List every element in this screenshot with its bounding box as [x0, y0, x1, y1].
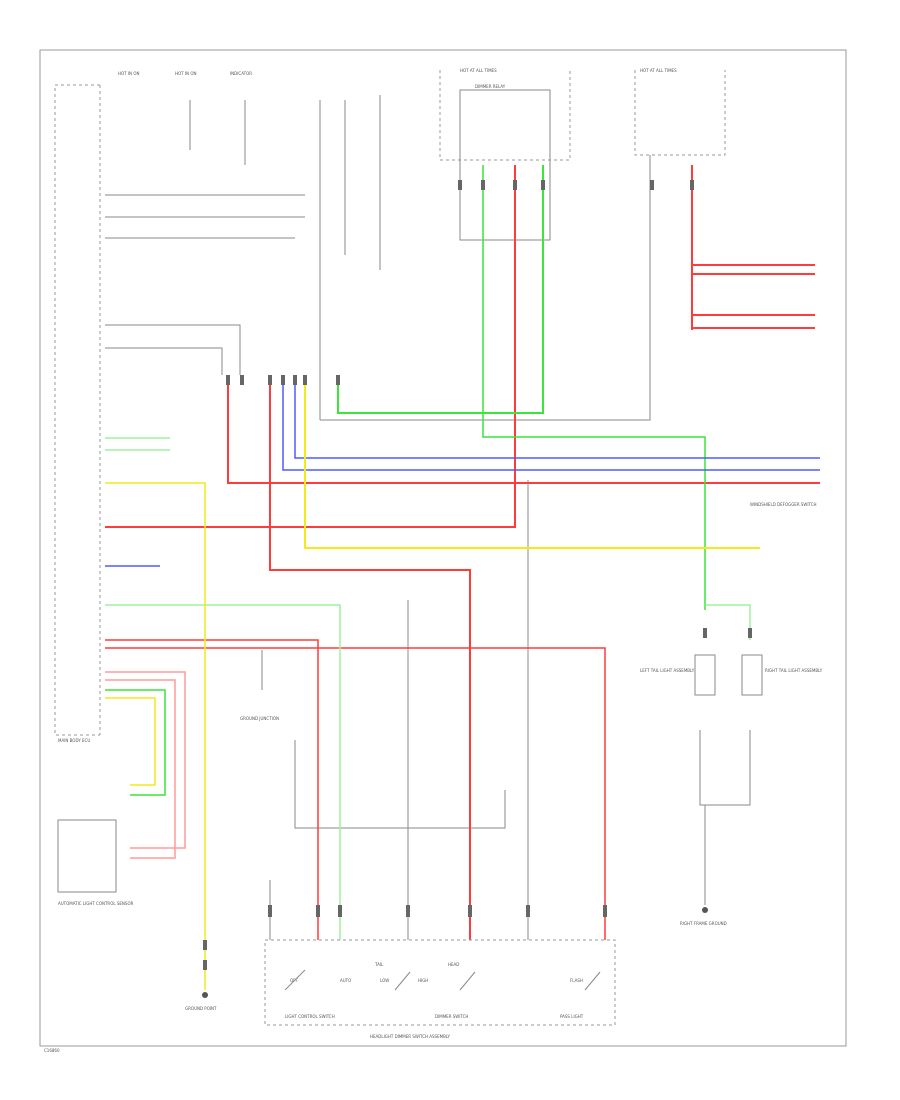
right-tail-light-body	[741, 654, 763, 696]
figure-code: C16860	[44, 1048, 60, 1053]
switch-pos-head: HEAD	[448, 962, 459, 967]
switch-pos-auto: AUTO	[340, 978, 351, 983]
pass-light-label: PASS LIGHT	[560, 1014, 584, 1019]
diagram-frame	[39, 49, 847, 1047]
wire-green-2	[482, 165, 706, 610]
wire-green-5	[105, 689, 166, 796]
wire-yellow-3	[105, 482, 206, 990]
dimmer-switch-assembly-box	[264, 939, 616, 1026]
wire-red-1	[105, 165, 516, 528]
wire-red-5	[105, 639, 319, 940]
hot-in-on-label-2: HOT IN ON	[175, 71, 196, 76]
wire-gray-9	[105, 324, 241, 375]
switch-pos-low: LOW	[380, 978, 389, 983]
windshield-defogger-label: WINDSHIELD DEFOGGER SWITCH	[750, 502, 817, 507]
wire-yellow-1	[304, 380, 760, 549]
wire-red-6	[105, 647, 606, 940]
wire-gray-16	[699, 730, 751, 806]
wire-red-2	[269, 380, 471, 940]
connector-markers	[203, 180, 752, 970]
switch-contact-2	[394, 971, 411, 991]
wire-green-4	[705, 604, 751, 640]
wire-green-1	[337, 165, 544, 414]
dimmer-switch-label: DIMMER SWITCH	[435, 1014, 468, 1019]
wire-gray-11	[320, 155, 651, 421]
switch-contact-4	[584, 971, 601, 991]
wire-yellow-2	[105, 697, 156, 786]
light-control-switch-label: LIGHT CONTROL SWITCH	[285, 1014, 335, 1019]
dimmer-relay-box	[459, 89, 551, 241]
right-frame-ground-label: RIGHT FRAME GROUND	[680, 921, 727, 926]
left-tail-light-body	[694, 654, 716, 696]
wire-blue-1	[282, 380, 820, 471]
ground-point-label: GROUND POINT	[185, 1006, 217, 1011]
switch-pos-tail: TAIL	[374, 962, 384, 967]
fuse-box-2	[634, 70, 726, 156]
dimmer-relay-label: DIMMER RELAY	[475, 84, 506, 89]
right-tail-light-label: RIGHT TAIL LIGHT ASSEMBLY	[765, 668, 823, 673]
auto-light-sensor-box	[57, 819, 117, 893]
wire-gray-15	[294, 740, 506, 829]
wire-gray-10	[105, 347, 223, 375]
switch-contact-3	[459, 971, 476, 991]
wire-blue-2	[294, 380, 820, 459]
wire-red-3	[227, 380, 820, 484]
right-frame-ground-symbol	[702, 907, 708, 913]
wire-green-3	[105, 604, 341, 940]
hot-in-on-label-1: HOT IN ON	[118, 71, 139, 76]
auto-light-sensor-label: AUTOMATIC LIGHT CONTROL SENSOR	[58, 901, 134, 906]
main-body-ecu-label: MAIN BODY ECU	[58, 738, 90, 743]
ground-junction-label: GROUND JUNCTION	[240, 716, 279, 721]
switch-contact-1	[284, 969, 306, 991]
switch-pos-flash: FLASH	[570, 978, 583, 983]
switch-pos-high: HIGH	[418, 978, 428, 983]
hot-all-times-label-1: HOT AT ALL TIMES	[460, 68, 497, 73]
hot-all-times-label-2: HOT AT ALL TIMES	[640, 68, 677, 73]
wire-pink-1	[105, 671, 186, 849]
main-body-ecu-box	[54, 84, 101, 736]
wire-pink-2	[105, 679, 176, 859]
indicator-label: INDICATOR	[230, 71, 252, 76]
left-tail-light-label: LEFT TAIL LIGHT ASSEMBLY	[640, 668, 695, 673]
dimmer-switch-assembly-label: HEADLIGHT DIMMER SWITCH ASSEMBLY	[370, 1034, 451, 1039]
fuse-box-1	[439, 70, 571, 161]
ground-point-symbol	[202, 992, 208, 998]
wire-red-4	[691, 165, 815, 330]
